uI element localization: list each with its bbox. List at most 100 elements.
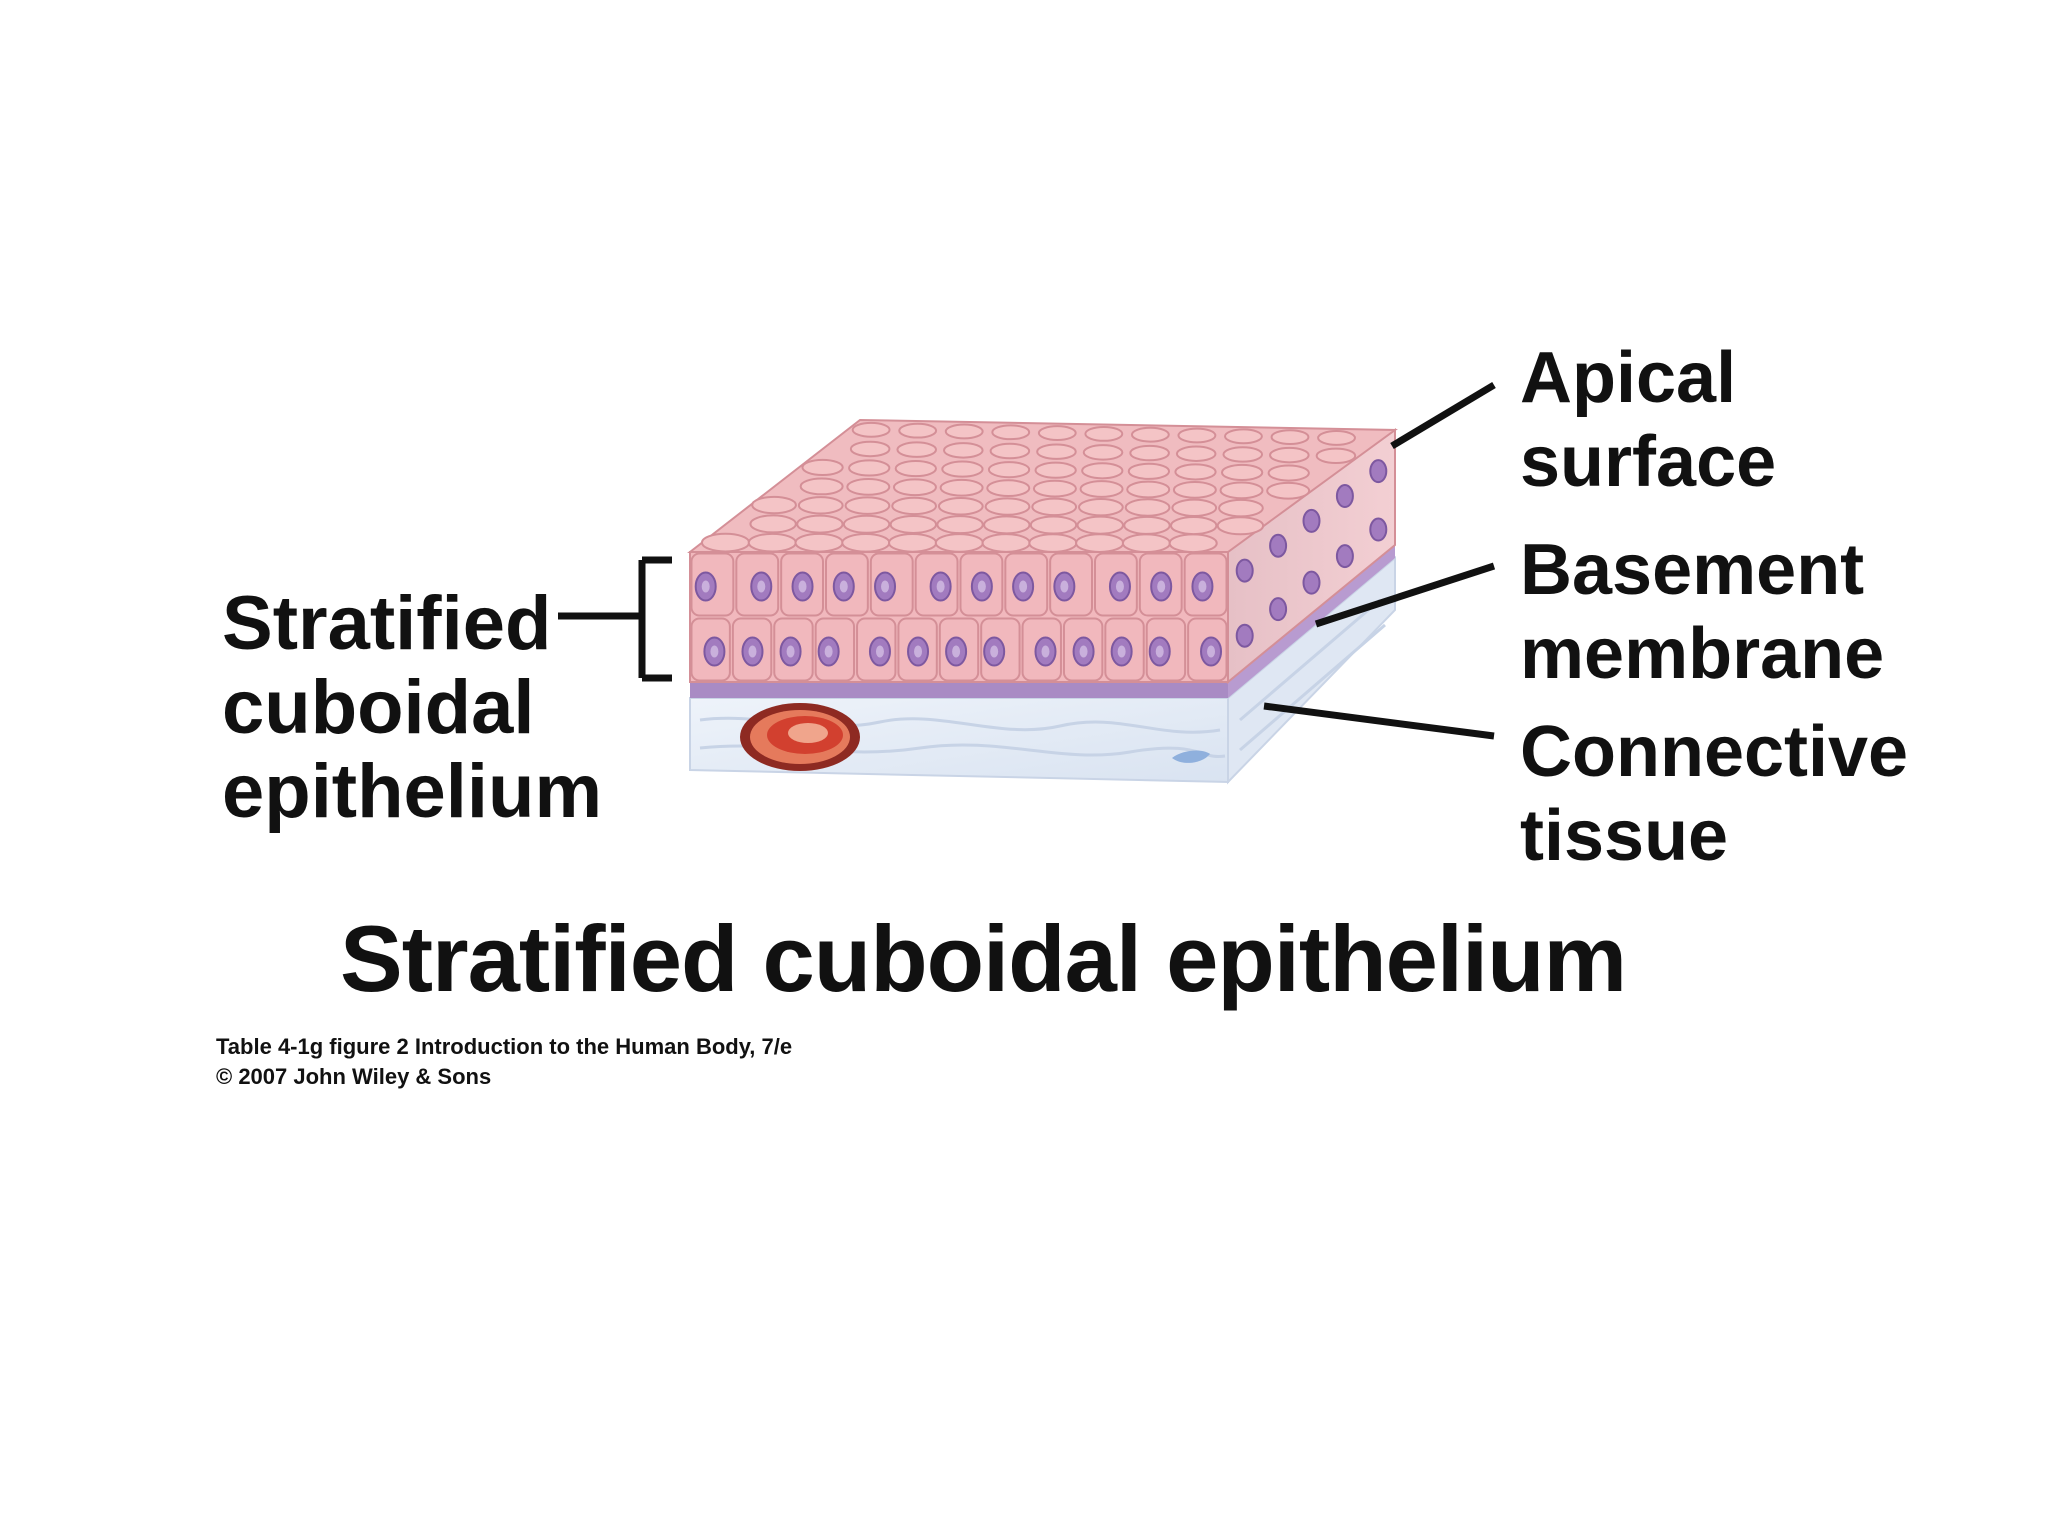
nucleus-icon [1369, 459, 1388, 484]
cell [1104, 617, 1145, 682]
apical-cell [1168, 533, 1218, 554]
apical-cell [1219, 481, 1264, 500]
apical-cell [1216, 516, 1265, 536]
side-label-line-2: cuboidal [222, 665, 535, 750]
cell [914, 552, 959, 617]
apical-cell [1270, 429, 1310, 446]
apical-cell [1129, 444, 1170, 462]
apical-cell [984, 497, 1031, 516]
apical-cell [749, 514, 797, 534]
apical-cell [1028, 533, 1078, 553]
apical-cell [799, 477, 844, 496]
leader-lines [558, 381, 1496, 740]
apical-cell [851, 421, 891, 438]
nucleus-icon [1269, 597, 1288, 622]
apical-cell [934, 533, 984, 553]
apical-cell [941, 460, 984, 478]
side-label-line-3: epithelium [222, 749, 603, 834]
apical-cell [891, 496, 937, 516]
apical-cell [989, 442, 1031, 460]
apical-cell [939, 478, 984, 497]
apical-cell [1220, 463, 1264, 482]
apical-cell [898, 422, 938, 439]
figure-credit: Table 4-1g figure 2 Introduction to the … [216, 1032, 792, 1092]
apical-cell [797, 496, 844, 515]
apical-cell [892, 478, 937, 497]
cell [1138, 552, 1183, 617]
stratified-cuboidal-label: Stratified cuboidal epithelium [222, 582, 602, 834]
basement-label-line-1: Basement [1520, 530, 1865, 610]
credit-line-2: © 2007 John Wiley & Sons [216, 1064, 492, 1089]
apical-cell [794, 532, 844, 553]
apical-cell [894, 459, 937, 478]
cell [1183, 552, 1228, 617]
apical-cell [889, 514, 938, 534]
credit-line-1: Table 4-1g figure 2 Introduction to the … [216, 1034, 793, 1059]
cell [690, 552, 735, 617]
apical-cell [1082, 444, 1124, 461]
cell [980, 617, 1021, 682]
apical-cell [1078, 497, 1124, 517]
apical-cell [1127, 462, 1171, 480]
apical-cell [991, 424, 1031, 441]
apical-cell [1169, 516, 1218, 536]
apical-cell [1175, 445, 1217, 462]
connective-label-line-1: Connective [1520, 712, 1909, 792]
basement-membrane-label: Basement membrane [1520, 528, 1884, 696]
cell [773, 617, 814, 682]
nucleus-icon [1269, 533, 1288, 558]
apical-cell [1130, 426, 1170, 443]
apical-cell [943, 442, 984, 459]
apical-cell [846, 477, 891, 496]
cell [938, 617, 980, 682]
apical-label-line-1: Apical [1520, 338, 1737, 418]
apical-cell [1123, 515, 1171, 535]
apical-cell [1076, 515, 1124, 535]
nucleus-icon [1235, 623, 1254, 648]
side-cells [1235, 459, 1388, 648]
apical-cell [1218, 498, 1264, 518]
apical-cell [1174, 463, 1217, 481]
cell [814, 617, 856, 682]
nucleus-icon [1302, 570, 1321, 595]
cell [959, 552, 1004, 617]
apical-cell [986, 479, 1031, 498]
cell [1187, 617, 1228, 682]
apical-cell [1079, 480, 1124, 498]
apical-cell [842, 514, 891, 534]
side-label-line-1: Stratified [222, 581, 552, 666]
apical-cell [1121, 533, 1171, 554]
basement-membrane [690, 545, 1395, 698]
apical-leader-line [1390, 381, 1496, 450]
apical-cell [1029, 515, 1078, 535]
basement-leader-line [1314, 562, 1496, 628]
apical-cell [1036, 443, 1077, 460]
apical-cell [896, 441, 938, 458]
apical-cell [1075, 533, 1125, 553]
apical-cell [937, 497, 984, 516]
cell [1062, 617, 1104, 682]
apical-cell [1126, 480, 1171, 499]
connective-leader-line [1263, 702, 1495, 740]
apical-cell [1269, 446, 1310, 464]
cell [731, 617, 773, 682]
apical-cell [1172, 481, 1217, 499]
apical-cell [983, 515, 1031, 535]
apical-cell [1267, 464, 1310, 482]
apical-cell [747, 532, 797, 553]
cell [1094, 552, 1138, 617]
apical-cell [1177, 427, 1217, 444]
apical-cell [1037, 425, 1077, 441]
apical-cell [1315, 447, 1357, 465]
connective-label-line-2: tissue [1520, 796, 1729, 876]
apical-cell [1266, 481, 1311, 500]
apical-cell [1224, 428, 1263, 445]
apical-cell [700, 532, 751, 553]
nucleus-icon [1235, 558, 1254, 583]
cell [1145, 617, 1187, 682]
apical-cells [700, 421, 1357, 554]
cell [780, 552, 825, 617]
apical-cell [1081, 462, 1124, 480]
apical-cell [1034, 461, 1077, 479]
